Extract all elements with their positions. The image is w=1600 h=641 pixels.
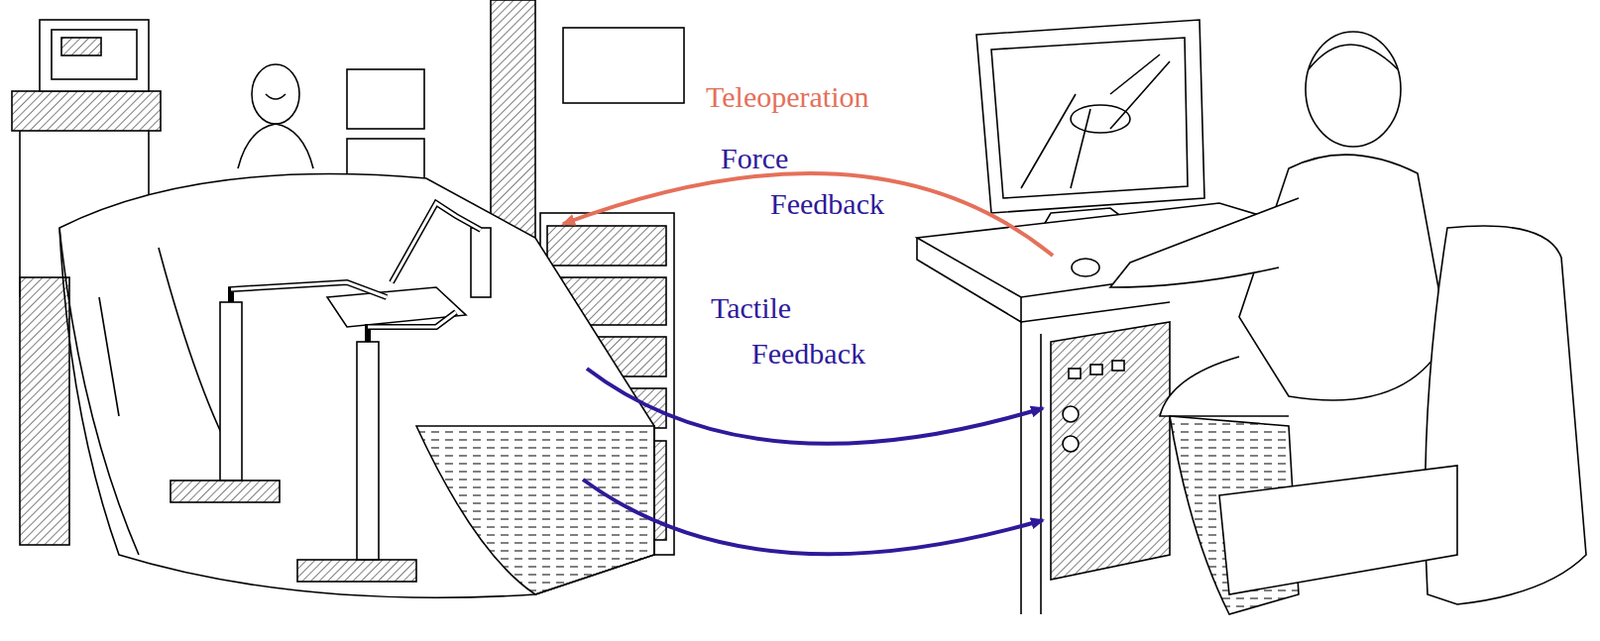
signal-arrows <box>563 173 1053 555</box>
teleoperation-label: Teleoperation <box>705 74 964 120</box>
force-feedback-arrow <box>586 368 1043 445</box>
force-feedback-label: Force Feedback <box>770 135 910 228</box>
surgeon-console <box>916 19 1587 615</box>
tactile-feedback-arrow <box>582 479 1043 555</box>
operating-room <box>11 0 685 598</box>
tactile-feedback-label: Tactile Feedback <box>751 285 891 377</box>
